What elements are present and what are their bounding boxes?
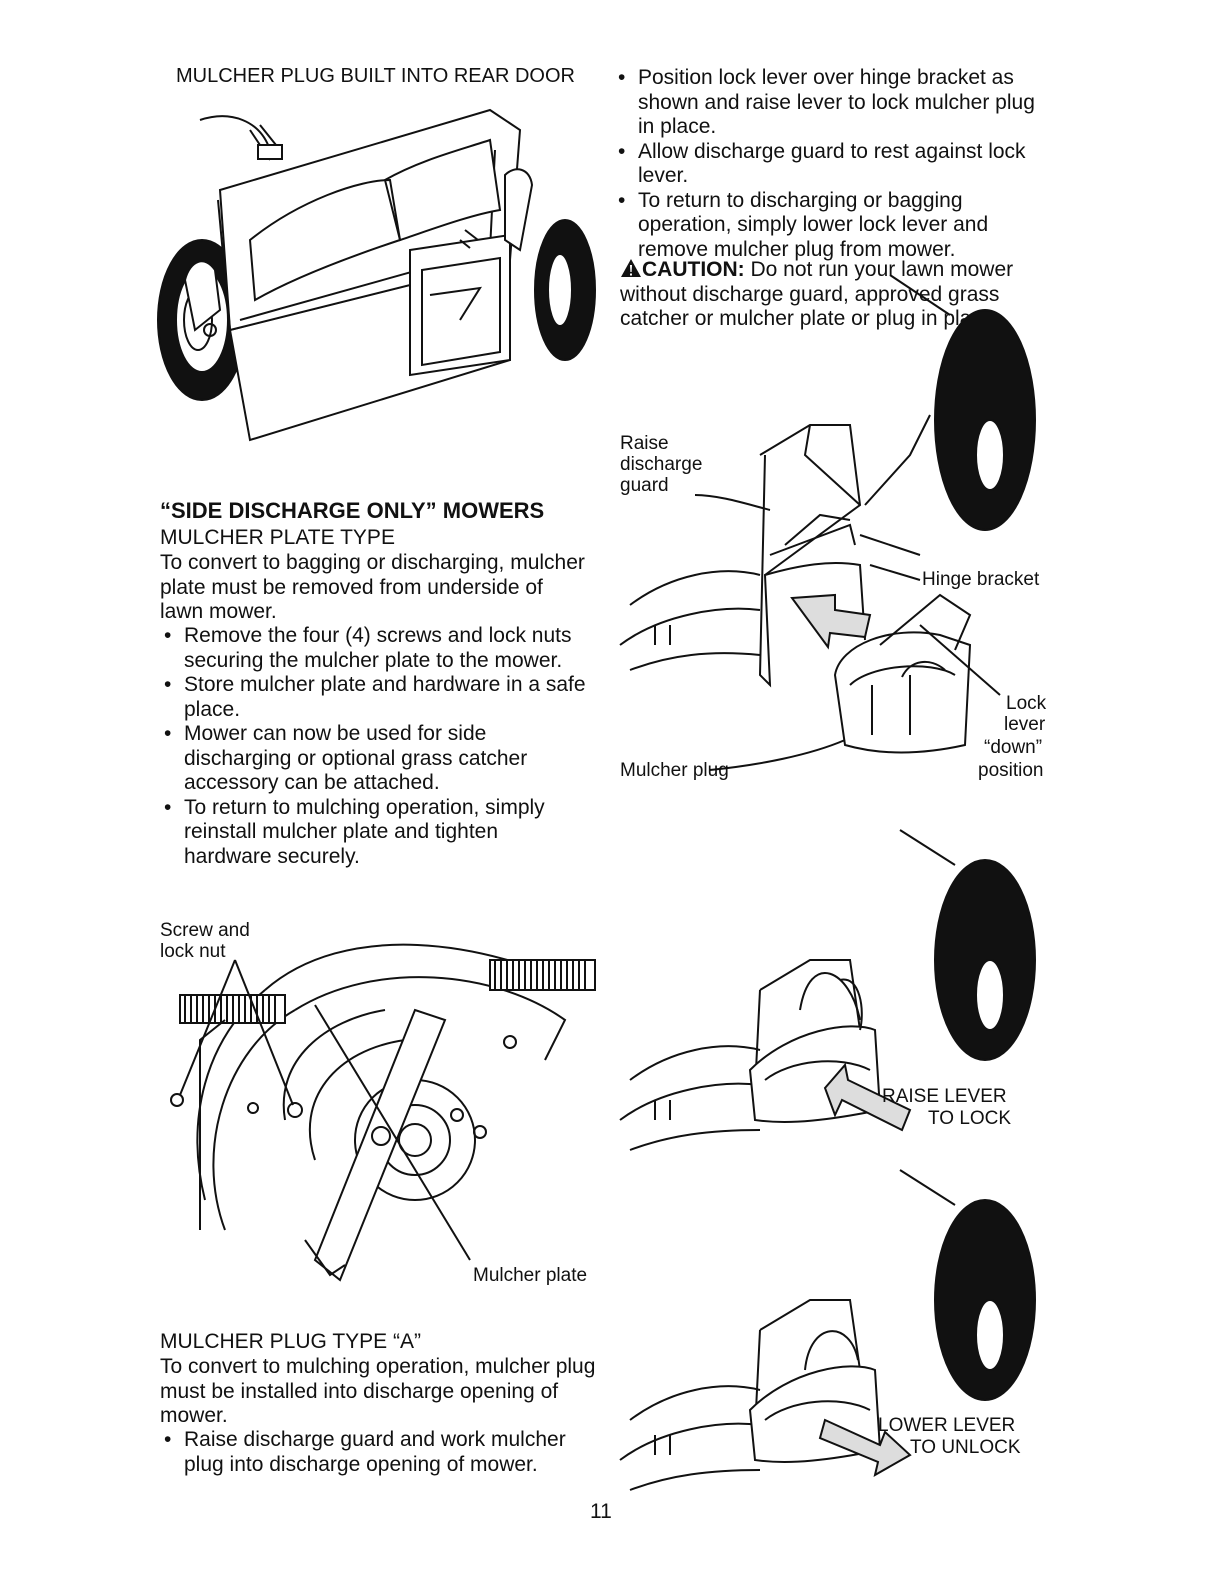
plug-steps-list: Raise discharge guard and work mulcher p… [160,1428,580,1477]
top-figure-title: MULCHER PLUG BUILT INTO REAR DOOR [176,65,575,87]
label-screw-and: Screw and [160,920,250,941]
label-discharge: discharge [620,454,703,475]
section-heading: “SIDE DISCHARGE ONLY” MOWERS [160,498,545,523]
caution-text: Do not run your lawn mower without disch… [620,258,1014,330]
label-hinge-bracket: Hinge bracket [922,569,1040,590]
label-lock: Lock [1006,693,1047,714]
label-to-lock: TO LOCK [928,1108,1012,1129]
plug-intro: To convert to mulching operation, mulche… [160,1355,596,1427]
plate-intro: To convert to bagging or discharging, mu… [160,551,585,623]
raise-lever-illustration [610,830,1050,1160]
label-down: “down” [984,737,1043,758]
label-mulcher-plate: Mulcher plate [473,1265,588,1286]
list-item: Allow discharge guard to rest against lo… [614,140,1054,189]
list-item: Remove the four (4) screws and lock nuts… [160,624,590,673]
mower-rear-door-illustration [160,90,600,480]
label-guard: guard [620,475,669,496]
list-item: To return to discharging or bagging oper… [614,189,1054,263]
warning-triangle-icon [621,259,641,277]
subheading-mulcher-plate: MULCHER PLATE TYPE [160,526,395,549]
caution-label: CAUTION: [642,258,745,281]
mulcher-plate-underside-illustration [165,900,600,1300]
label-lower-lever: LOWER LEVER [878,1415,1016,1436]
plate-steps-list: Remove the four (4) screws and lock nuts… [160,624,590,869]
label-lock-nut: lock nut [160,941,226,962]
label-to-unlock: TO UNLOCK [910,1437,1021,1458]
label-lever: lever [1004,714,1046,735]
list-item: Mower can now be used for side dischargi… [160,722,590,796]
label-raise-lever: RAISE LEVER [882,1086,1007,1107]
right-steps-list: Position lock lever over hinge bracket a… [614,66,1054,262]
caution-block: CAUTION: Do not run your lawn mower with… [620,258,1060,332]
label-raise: Raise [620,433,669,454]
list-item: Raise discharge guard and work mulcher p… [160,1428,580,1477]
label-position: position [978,760,1044,781]
list-item: Store mulcher plate and hardware in a sa… [160,673,590,722]
lower-lever-illustration [610,1170,1050,1500]
label-mulcher-plug: Mulcher plug [620,760,729,781]
subheading-mulcher-plug: MULCHER PLUG TYPE “A” [160,1330,421,1353]
hinge-bracket-illustration [610,265,1050,795]
page-number: 11 [590,1500,612,1523]
list-item: Position lock lever over hinge bracket a… [614,66,1054,140]
list-item: To return to mulching operation, simply … [160,796,590,870]
